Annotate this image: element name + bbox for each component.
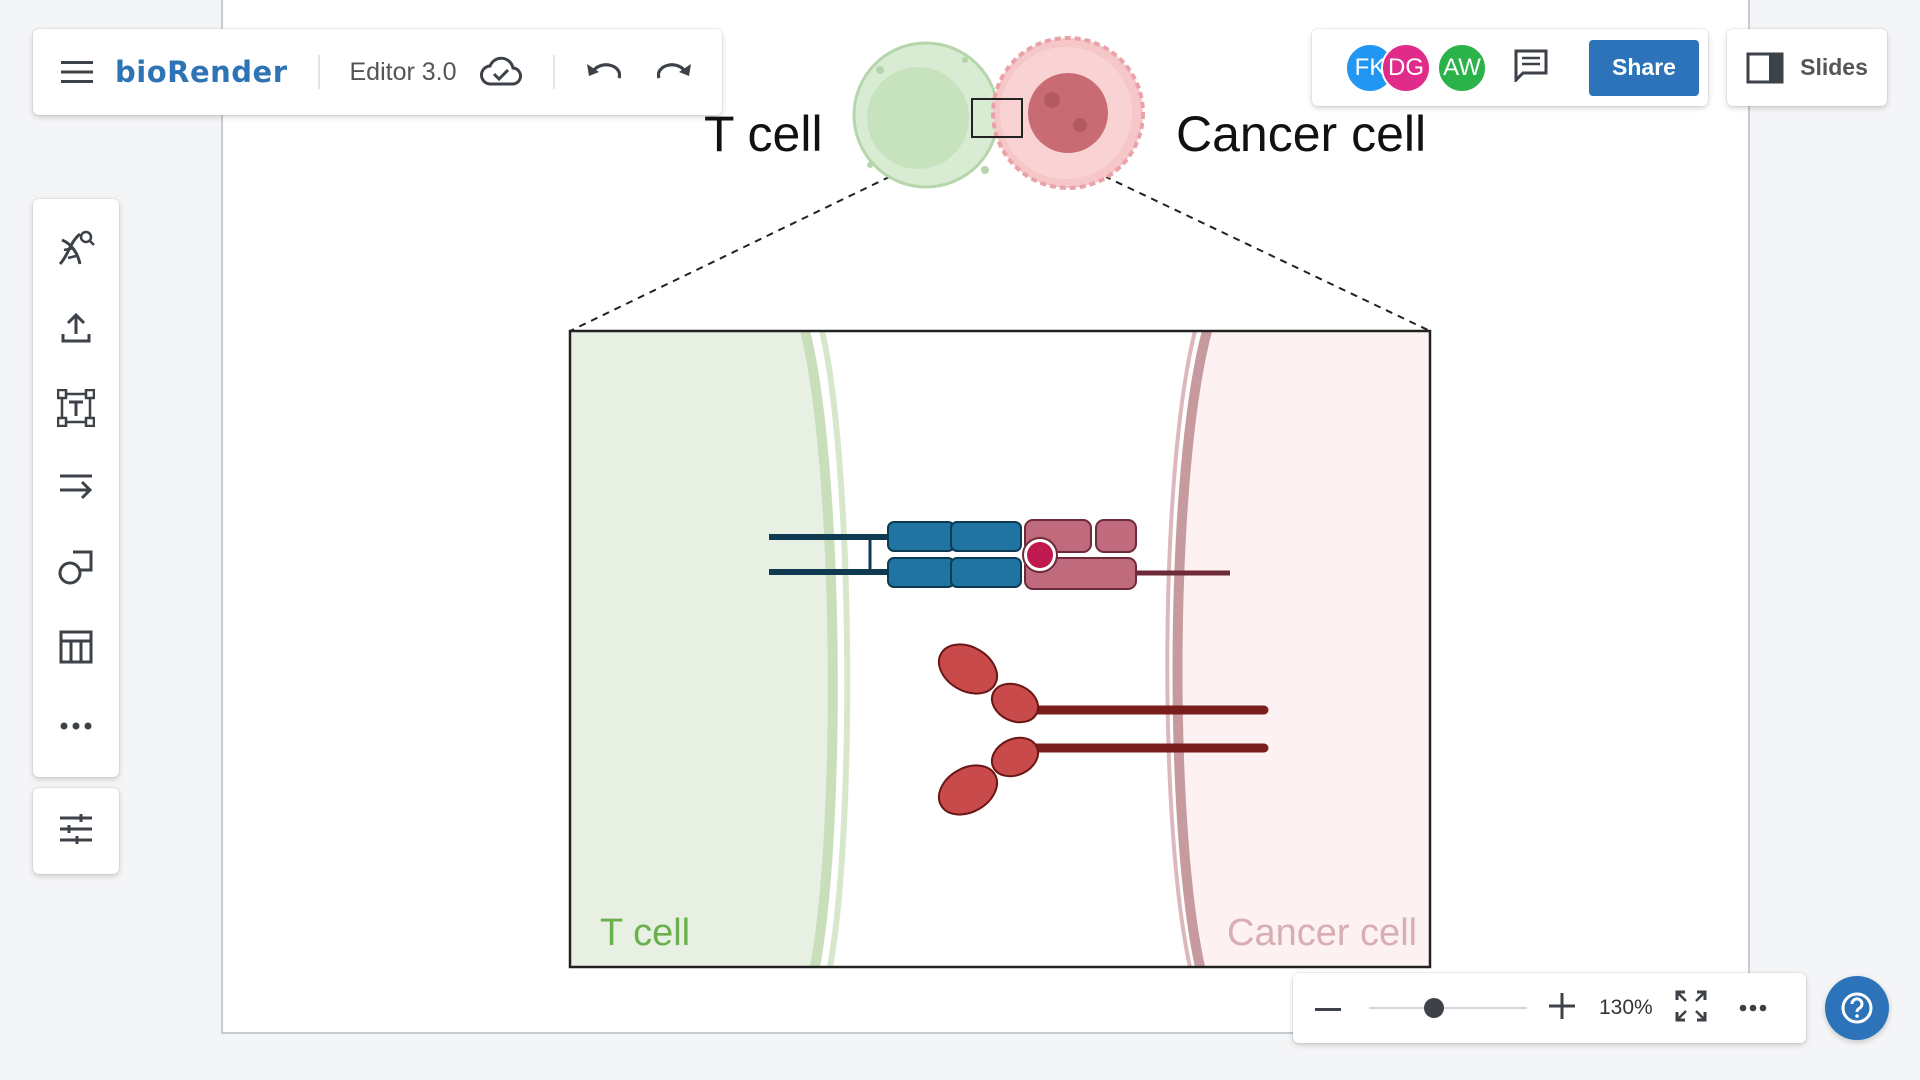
slides-label: Slides xyxy=(1800,54,1868,80)
inset-cancer-cell-label[interactable]: Cancer cell xyxy=(1227,912,1418,954)
cloud-saved-icon[interactable] xyxy=(479,56,523,88)
app-logo[interactable]: bioRender xyxy=(115,55,288,89)
zoom-guide-left xyxy=(569,136,973,332)
t-cell-label[interactable]: T cell xyxy=(704,106,823,162)
avatar-aw[interactable]: AW xyxy=(1437,42,1487,93)
editor-version-label: Editor 3.0 xyxy=(349,57,457,86)
upload-icon[interactable] xyxy=(46,299,106,357)
cancer-cell-graphic[interactable] xyxy=(991,36,1145,190)
settings-panel xyxy=(33,788,119,874)
zoom-region-marker[interactable] xyxy=(971,98,1023,138)
arrow-line-icon[interactable] xyxy=(46,458,106,516)
more-icon[interactable] xyxy=(1739,999,1767,1017)
undo-icon[interactable] xyxy=(585,60,621,84)
slides-panel-icon xyxy=(1746,52,1784,83)
zoom-slider[interactable] xyxy=(1369,996,1527,1020)
collaboration-bar: FK DG AW Share xyxy=(1312,29,1708,106)
redo-icon[interactable] xyxy=(656,60,693,84)
help-icon xyxy=(1841,992,1873,1024)
help-button[interactable] xyxy=(1825,976,1889,1040)
zoom-bar: 130% xyxy=(1293,973,1806,1043)
shapes-icon[interactable] xyxy=(46,538,106,596)
hamburger-menu-icon[interactable] xyxy=(61,60,93,84)
dna-search-icon[interactable] xyxy=(46,219,106,277)
left-toolbar xyxy=(33,199,119,777)
more-icon[interactable] xyxy=(46,697,106,755)
zoom-guide-right xyxy=(1021,136,1431,332)
divider xyxy=(552,55,555,89)
cancer-cell-label[interactable]: Cancer cell xyxy=(1176,106,1427,162)
layout-template-icon[interactable] xyxy=(46,618,106,676)
plus-icon[interactable] xyxy=(1549,992,1575,1024)
zoom-level[interactable]: 130% xyxy=(1599,996,1653,1019)
top-toolbar: bioRender Editor 3.0 xyxy=(33,29,722,115)
sliders-icon[interactable] xyxy=(59,813,93,849)
fit-screen-icon[interactable] xyxy=(1675,990,1707,1027)
comment-icon[interactable] xyxy=(1513,48,1549,87)
inset-t-cell-label[interactable]: T cell xyxy=(600,912,691,954)
tcr-mhc-complex[interactable] xyxy=(769,519,1230,590)
zoom-slider-thumb[interactable] xyxy=(1424,998,1445,1018)
receptor-protein[interactable] xyxy=(930,634,1269,824)
avatar-dg[interactable]: DG xyxy=(1381,42,1431,93)
inset-panel[interactable] xyxy=(568,329,1432,969)
t-cell-graphic[interactable] xyxy=(852,41,1000,189)
divider xyxy=(317,55,320,89)
text-tool-icon[interactable] xyxy=(46,378,106,436)
slides-button[interactable]: Slides xyxy=(1727,29,1887,106)
share-button[interactable]: Share xyxy=(1589,39,1699,96)
minus-icon[interactable] xyxy=(1315,999,1341,1017)
